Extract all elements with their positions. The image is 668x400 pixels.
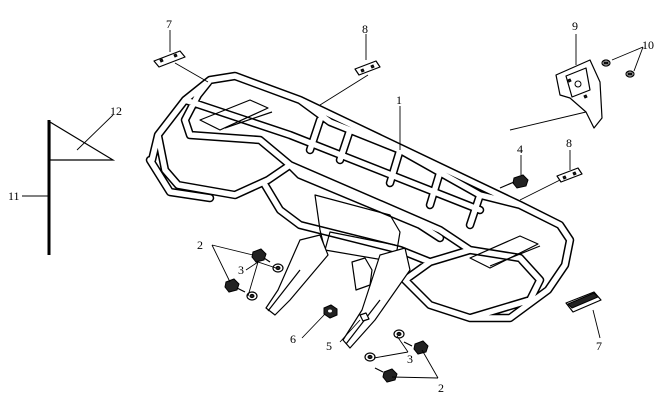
bolt-upper-2 (224, 278, 246, 293)
bolt-part-4 (499, 174, 529, 189)
callout-1: 1 (396, 93, 402, 107)
leader-lines (22, 30, 644, 379)
plate-bracket-part-9 (555, 59, 603, 129)
pad-part-7-upper (153, 50, 186, 68)
pin-part-5 (359, 312, 370, 322)
callout-3-lower: 3 (407, 352, 413, 366)
screw-part-10-b (625, 70, 635, 78)
center-tab (351, 257, 373, 291)
bolt-lower-1 (403, 340, 429, 355)
callout-4: 4 (517, 142, 523, 156)
bolt-upper-1 (251, 248, 271, 263)
callout-7-lower: 7 (596, 339, 602, 353)
bolt-lower-2 (374, 367, 398, 383)
pad-part-8-upper (354, 60, 381, 76)
callout-3-upper: 3 (238, 263, 244, 277)
callout-5: 5 (326, 339, 332, 353)
callout-6: 6 (290, 332, 296, 346)
flag-pennant (49, 120, 116, 161)
washer-upper-2 (246, 291, 258, 301)
callout-2-lower: 2 (438, 381, 444, 395)
callout-8-upper: 8 (362, 22, 368, 36)
pad-part-7-lower (565, 291, 602, 313)
callout-9: 9 (572, 19, 578, 33)
callout-7-upper: 7 (166, 17, 172, 31)
callout-12: 12 (110, 104, 122, 118)
callout-2-upper: 2 (197, 238, 203, 252)
screw-part-10-a (601, 59, 611, 67)
pad-part-8-right (556, 167, 583, 183)
callout-8-right: 8 (566, 136, 572, 150)
safety-flag (47, 120, 116, 255)
washer-upper-1 (272, 263, 284, 273)
washer-lower-2 (364, 352, 376, 362)
mount-bracket-right (342, 247, 411, 349)
callout-10: 10 (642, 38, 654, 52)
nut-part-6 (323, 304, 338, 319)
callout-labels: 1 2 2 3 3 4 5 6 7 7 8 8 9 10 11 12 (8, 17, 654, 395)
washer-lower-1 (393, 329, 405, 339)
mount-bracket-left (265, 234, 329, 316)
callout-11: 11 (8, 189, 20, 203)
